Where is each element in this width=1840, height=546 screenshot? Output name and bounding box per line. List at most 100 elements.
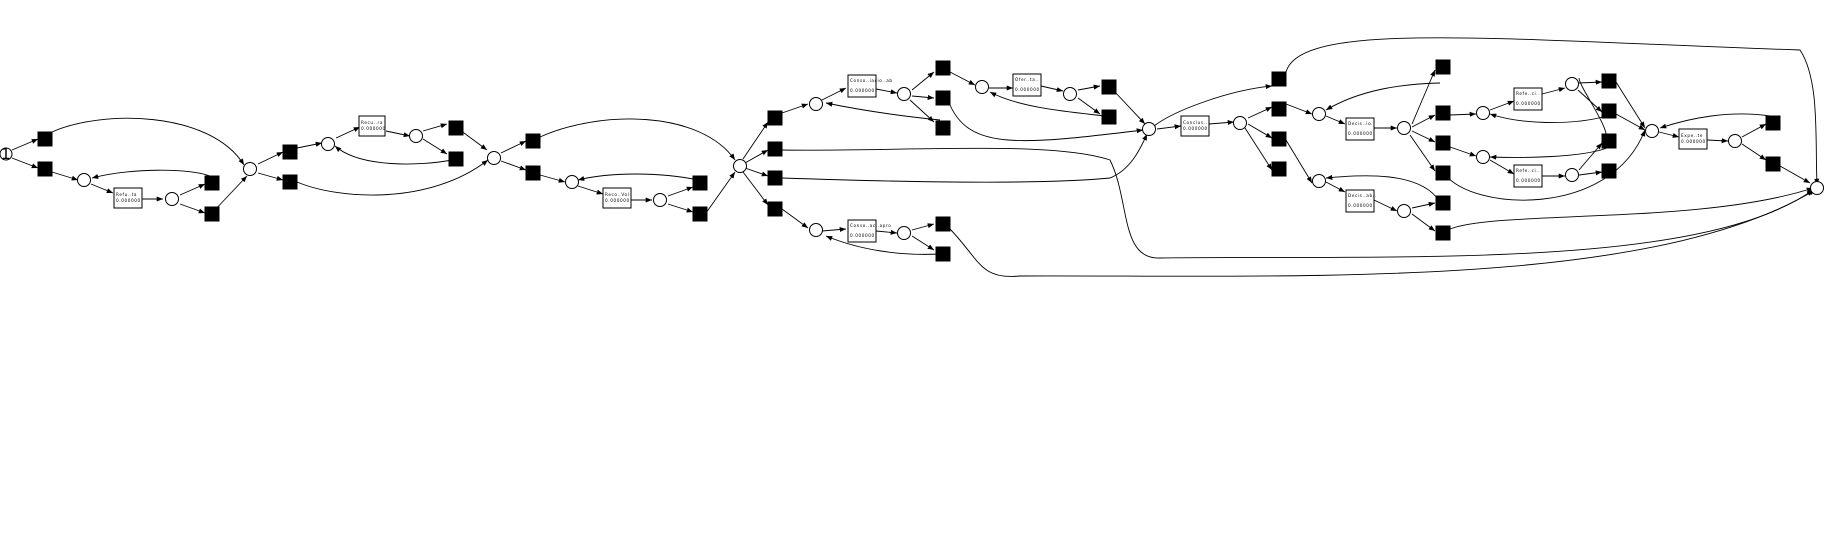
arc xyxy=(51,171,79,181)
silent-transition xyxy=(692,206,708,222)
silent-transition xyxy=(1271,161,1287,177)
place xyxy=(77,173,91,187)
arc xyxy=(742,121,769,160)
arc xyxy=(825,235,941,255)
arc xyxy=(257,151,284,165)
arc xyxy=(1325,181,1346,193)
arc xyxy=(1659,113,1771,129)
silent-transition xyxy=(204,206,220,222)
place xyxy=(243,162,257,176)
silent-transition xyxy=(1601,163,1617,179)
arc xyxy=(742,171,769,206)
arc xyxy=(11,138,39,151)
silent-transition xyxy=(37,161,53,177)
silent-transition xyxy=(1271,71,1287,87)
silent-transition xyxy=(935,246,951,262)
arc xyxy=(1658,131,1680,138)
task-expe: Expe..te 0.000000 xyxy=(1678,128,1708,150)
arc xyxy=(821,87,847,101)
arc xyxy=(1489,159,1515,175)
task-label: Ofer..ta.. xyxy=(1015,77,1039,82)
task-recu: Recu..ra 0.000000 xyxy=(358,115,386,137)
task-label: Refu..ta xyxy=(116,192,137,197)
silent-transition xyxy=(1271,101,1287,117)
arc xyxy=(1113,90,1146,125)
arc xyxy=(1325,82,1441,111)
task-label: Refe..ci.. xyxy=(1516,168,1540,173)
silent-transition xyxy=(1435,59,1451,75)
arc xyxy=(1411,201,1436,209)
silent-transition xyxy=(935,90,951,106)
silent-transitions xyxy=(37,59,1781,262)
silent-transition xyxy=(935,120,951,136)
arc xyxy=(825,101,941,121)
silent-transition xyxy=(1101,109,1117,125)
task-value: 0.000000 xyxy=(850,88,875,93)
arc xyxy=(1325,174,1441,203)
arc xyxy=(1285,103,1313,115)
arc xyxy=(1077,84,1101,91)
arc xyxy=(1615,113,1646,131)
silent-transition xyxy=(767,170,783,186)
arc xyxy=(539,174,566,183)
silent-transition xyxy=(767,141,783,157)
place xyxy=(809,223,823,237)
silent-transition xyxy=(1435,135,1451,151)
task-value: 0.000000 xyxy=(116,198,141,203)
task-refu: Refu..ta 0.000000 xyxy=(113,187,143,209)
labeled-transitions: Refu..ta 0.000000 Recu..ra 0.000000 Reco… xyxy=(113,73,1708,243)
arc xyxy=(296,159,489,196)
arc xyxy=(539,118,736,161)
task-value: 0.000000 xyxy=(1681,139,1706,144)
arc xyxy=(91,169,211,179)
silent-transition xyxy=(767,110,783,126)
task-label: Recu..ra xyxy=(361,120,383,125)
silent-transition xyxy=(37,131,53,147)
arc xyxy=(90,183,114,194)
arc xyxy=(1706,138,1729,144)
place xyxy=(321,137,335,151)
silent-transition xyxy=(1101,79,1117,95)
arc xyxy=(911,223,935,231)
silent-transition xyxy=(525,165,541,181)
arc xyxy=(1409,134,1436,172)
task-label: Refe..ci.. xyxy=(1516,91,1540,96)
silent-transition xyxy=(1435,195,1451,211)
arc xyxy=(1156,124,1182,130)
place xyxy=(975,80,989,94)
task-value: 0.000000 xyxy=(1015,87,1040,92)
task-refe-1: Refe..ci.. 0.000000 xyxy=(1513,87,1543,111)
arc xyxy=(1541,87,1566,95)
task-decis-2: Decis..ab.. 0.000000 xyxy=(1345,189,1376,213)
arc xyxy=(667,186,694,197)
arc xyxy=(1373,199,1398,212)
silent-transition xyxy=(525,133,541,149)
arc xyxy=(744,167,769,177)
place xyxy=(1397,204,1411,218)
arc xyxy=(821,227,847,233)
arc xyxy=(911,235,935,251)
arc xyxy=(1449,146,1477,157)
place xyxy=(1312,107,1326,121)
place xyxy=(1565,168,1579,182)
arc xyxy=(1779,165,1811,184)
arc xyxy=(179,203,206,214)
place xyxy=(1728,134,1742,148)
arc xyxy=(1244,127,1273,171)
places: 1 xyxy=(0,77,1824,240)
task-conso-2: Conso..ac..apro 0.000000 xyxy=(847,219,891,243)
arc xyxy=(1285,37,1820,186)
arc xyxy=(385,130,411,138)
arcs xyxy=(11,37,1820,277)
arc xyxy=(875,88,898,95)
arc xyxy=(11,157,39,169)
arc xyxy=(781,208,809,229)
task-label: Conso..iacio..ab xyxy=(850,78,893,83)
silent-transition xyxy=(1765,156,1781,172)
arc xyxy=(1578,170,1603,176)
arc xyxy=(1615,81,1646,129)
start-place xyxy=(0,147,13,161)
place xyxy=(487,151,501,165)
arc xyxy=(1208,119,1235,126)
silent-transition xyxy=(935,216,951,232)
